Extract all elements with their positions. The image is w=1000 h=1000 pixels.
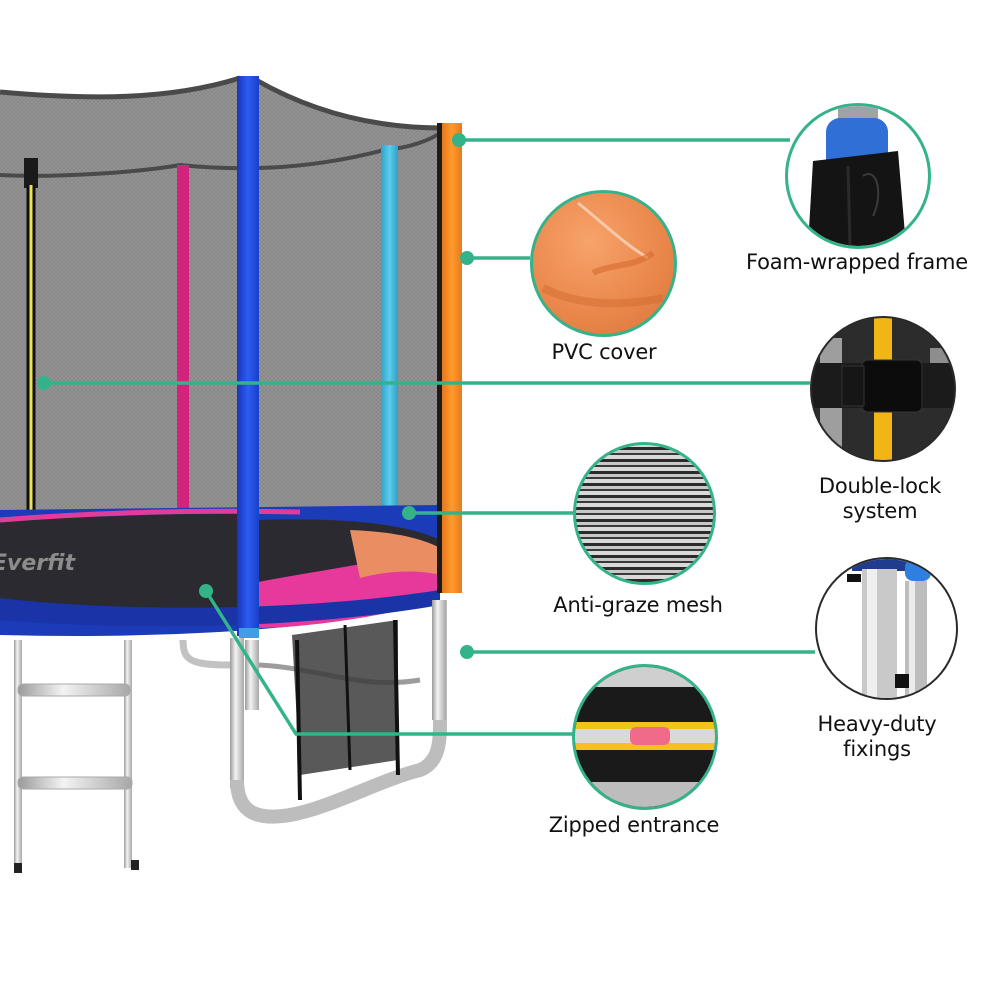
storage-bag <box>292 620 398 775</box>
pole-cyan <box>381 145 398 525</box>
callout-label-anti-graze-mesh: Anti-graze mesh <box>553 593 723 617</box>
label-line-1: Double-lock <box>818 474 942 498</box>
enclosure-net <box>0 75 444 520</box>
brand-logo: Everfit <box>0 551 76 576</box>
callout-anchor-dots <box>37 133 474 659</box>
foam-wrapped-frame-detail <box>785 103 931 249</box>
pole-orange <box>442 123 462 593</box>
callout-label-double-lock-system: Double-lock system <box>819 474 941 524</box>
foam-pole-icon <box>808 106 906 246</box>
callout-label-zipped-entrance: Zipped entrance <box>548 813 720 837</box>
ladder <box>14 640 139 873</box>
label-line-1: Heavy-duty <box>817 712 937 736</box>
trampoline-frame: Everfit <box>0 505 440 636</box>
pole-blue <box>237 76 259 636</box>
anti-graze-mesh-detail <box>573 442 716 585</box>
label-line-2: system <box>842 499 918 523</box>
zipped-entrance-detail <box>572 664 718 810</box>
zipper-icon <box>575 667 715 807</box>
pole-pink <box>177 165 189 520</box>
callout-label-heavy-duty-fixings: Heavy-duty fixings <box>818 712 937 762</box>
callout-label-pvc-cover: PVC cover <box>551 340 657 364</box>
fixings-icon <box>847 559 932 698</box>
pvc-fabric-icon <box>541 201 664 308</box>
double-lock-system-detail <box>810 316 956 462</box>
callout-label-foam-wrapped-frame: Foam-wrapped frame <box>745 250 969 274</box>
callout-connectors <box>44 138 815 736</box>
buckle-icon <box>812 318 954 460</box>
label-line-2: fixings <box>843 737 911 761</box>
heavy-duty-fixings-detail <box>815 557 958 700</box>
mesh-icon <box>576 445 713 582</box>
pvc-cover-detail <box>530 190 677 337</box>
